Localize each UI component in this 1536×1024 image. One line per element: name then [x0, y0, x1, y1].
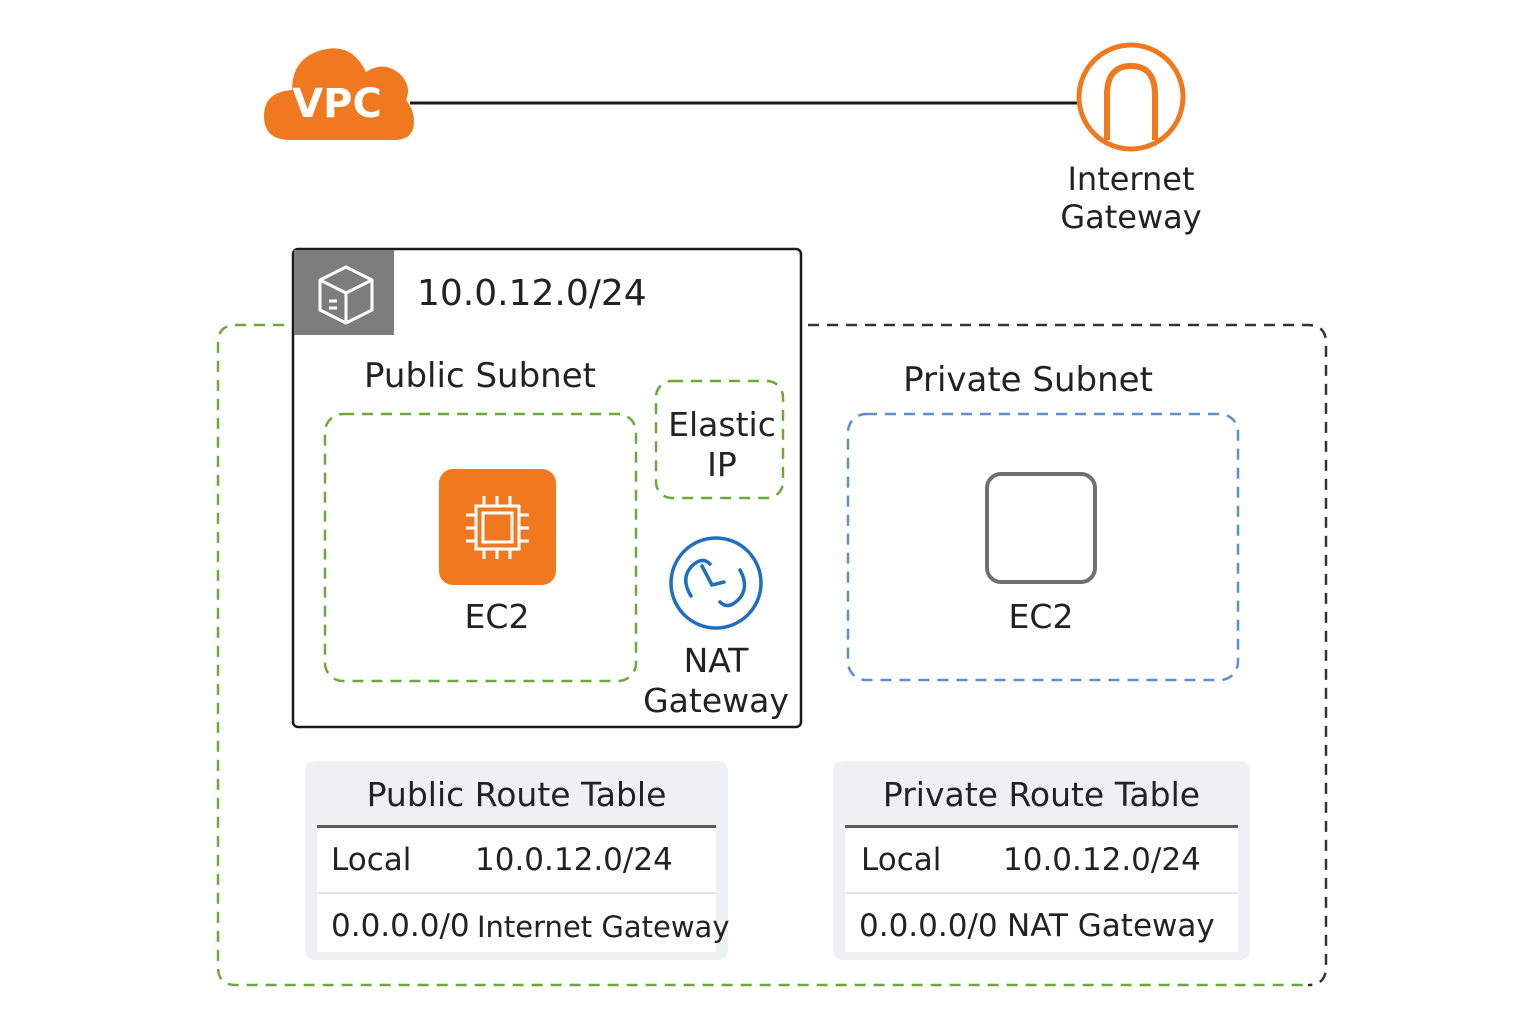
nat-gateway-label-line2: Gateway [643, 680, 789, 720]
route-destination: Local [861, 842, 942, 878]
private-route-table: Private Route Table Local 10.0.12.0/24 0… [833, 761, 1250, 960]
route-destination: Local [331, 842, 412, 878]
route-destination: 0.0.0.0/0 [331, 908, 470, 944]
nat-gateway-icon[interactable] [669, 536, 763, 630]
route-target: 10.0.12.0/24 [1003, 842, 1201, 878]
elastic-ip-label-line1: Elastic [668, 405, 776, 444]
internet-gateway-label-line2: Gateway [1060, 198, 1202, 237]
public-route-table: Public Route Table Local 10.0.12.0/24 0.… [305, 761, 729, 960]
vpc-label: VPC [292, 81, 382, 127]
public-subnet-cidr: 10.0.12.0/24 [417, 273, 647, 314]
public-ec2-label: EC2 [464, 597, 530, 636]
nat-gateway-label: NAT Gateway [640, 641, 792, 720]
route-target: NAT Gateway [1007, 908, 1215, 944]
subnet-box-icon [318, 265, 374, 325]
table-row: Local 10.0.12.0/24 [845, 828, 1238, 892]
cloud-icon [264, 48, 414, 140]
public-subnet-title: Public Subnet [364, 356, 596, 396]
private-route-table-body: Local 10.0.12.0/24 0.0.0.0/0 NAT Gateway [845, 825, 1238, 952]
public-ec2-container [323, 412, 638, 683]
private-ec2-icon[interactable] [985, 472, 1097, 584]
elastic-ip-label-line2: IP [707, 444, 737, 484]
internet-gateway-label: Internet Gateway [1040, 160, 1222, 237]
private-route-table-title: Private Route Table [882, 775, 1201, 814]
internet-gateway-icon [1076, 42, 1186, 152]
public-route-table-body: Local 10.0.12.0/24 0.0.0.0/0 Internet Ga… [317, 825, 729, 952]
ec2-chip-icon[interactable] [439, 469, 556, 585]
public-route-table-title: Public Route Table [366, 775, 667, 814]
table-row: Local 10.0.12.0/24 [317, 828, 716, 892]
nat-gateway-label-line1: NAT [683, 641, 749, 680]
table-row: 0.0.0.0/0 NAT Gateway [845, 892, 1238, 958]
route-target: 10.0.12.0/24 [475, 842, 673, 878]
private-ec2-label: EC2 [1008, 597, 1074, 636]
route-target: Internet Gateway [477, 910, 730, 944]
table-row: 0.0.0.0/0 Internet Gateway [317, 892, 729, 958]
route-destination: 0.0.0.0/0 [859, 908, 998, 944]
elastic-ip-label: Elastic IP [656, 405, 788, 484]
elastic-ip-container [654, 379, 785, 500]
private-ec2-container [846, 412, 1240, 682]
private-subnet-title: Private Subnet [903, 360, 1153, 400]
internet-gateway-label-line1: Internet [1067, 160, 1195, 198]
public-zone-boundary [216, 323, 1310, 987]
